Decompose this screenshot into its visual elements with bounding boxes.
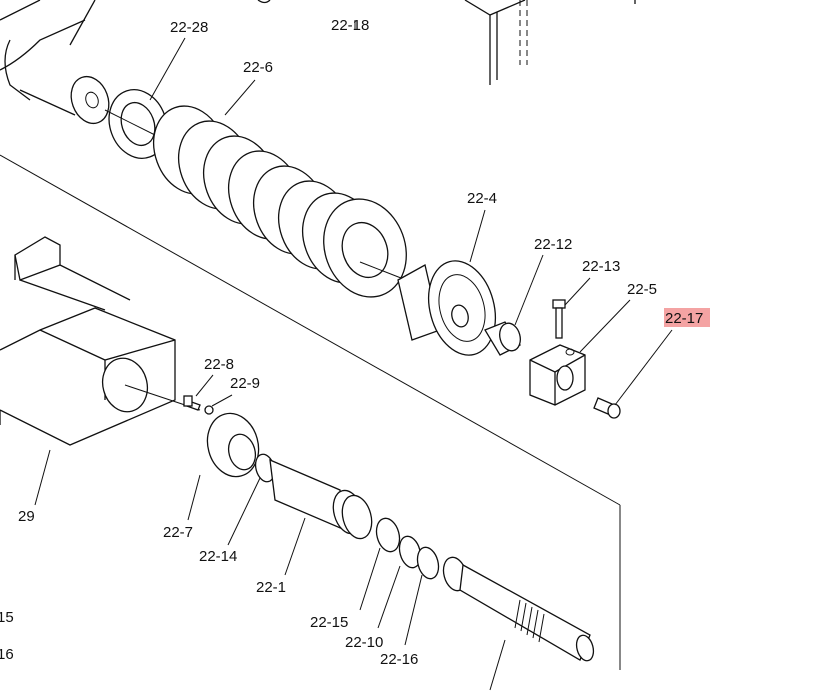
label-22-12: 22-12 bbox=[534, 236, 572, 253]
block-22-5 bbox=[529, 344, 586, 406]
shaft-22-1 bbox=[269, 458, 373, 540]
lower-shaft bbox=[442, 556, 595, 662]
fitting-22-17 bbox=[593, 397, 621, 419]
axis-outline-top bbox=[0, 154, 621, 506]
bolt-22-13 bbox=[552, 299, 566, 339]
label-22-8: 22-8 bbox=[204, 356, 234, 373]
ring-22-15 bbox=[375, 517, 401, 553]
label-22-9: 22-9 bbox=[230, 375, 260, 392]
label-29: 29 bbox=[18, 508, 35, 525]
label-22-7: 22-7 bbox=[163, 524, 193, 541]
washer-22-28 bbox=[104, 89, 168, 159]
label-22-15-edge: -15 bbox=[0, 609, 14, 626]
label-22-18: 22-18 bbox=[331, 17, 369, 34]
label-22-1: 22-1 bbox=[256, 579, 286, 596]
bracket-top-right bbox=[257, 0, 636, 85]
label-22-17: 22-17 bbox=[665, 310, 703, 327]
label-22-10: 22-10 bbox=[345, 634, 383, 651]
ring-22-10 bbox=[398, 535, 422, 569]
label-22-5: 22-5 bbox=[627, 281, 657, 298]
label-22-15: 22-15 bbox=[310, 614, 348, 631]
flange-22-7 bbox=[206, 412, 260, 478]
label-22-28: 22-28 bbox=[170, 19, 208, 36]
bolt-22-8 bbox=[183, 395, 201, 411]
label-highlight bbox=[664, 308, 710, 327]
label-22-13: 22-13 bbox=[582, 258, 620, 275]
ring-22-16 bbox=[416, 546, 440, 580]
shaft-housing-top bbox=[0, 0, 110, 125]
label-22-16-edge: -16 bbox=[0, 646, 14, 663]
idler-hub-22-4 bbox=[397, 260, 496, 356]
label-22-6: 22-6 bbox=[243, 59, 273, 76]
housing-block-29 bbox=[0, 236, 201, 446]
bushing-22-12 bbox=[484, 321, 521, 356]
label-22-4: 22-4 bbox=[467, 190, 497, 207]
label-22-14: 22-14 bbox=[199, 548, 237, 565]
label-22-16: 22-16 bbox=[380, 651, 418, 668]
washer-22-9 bbox=[204, 405, 214, 415]
spring-22-6 bbox=[153, 105, 407, 298]
leader-lines bbox=[34, 20, 673, 691]
